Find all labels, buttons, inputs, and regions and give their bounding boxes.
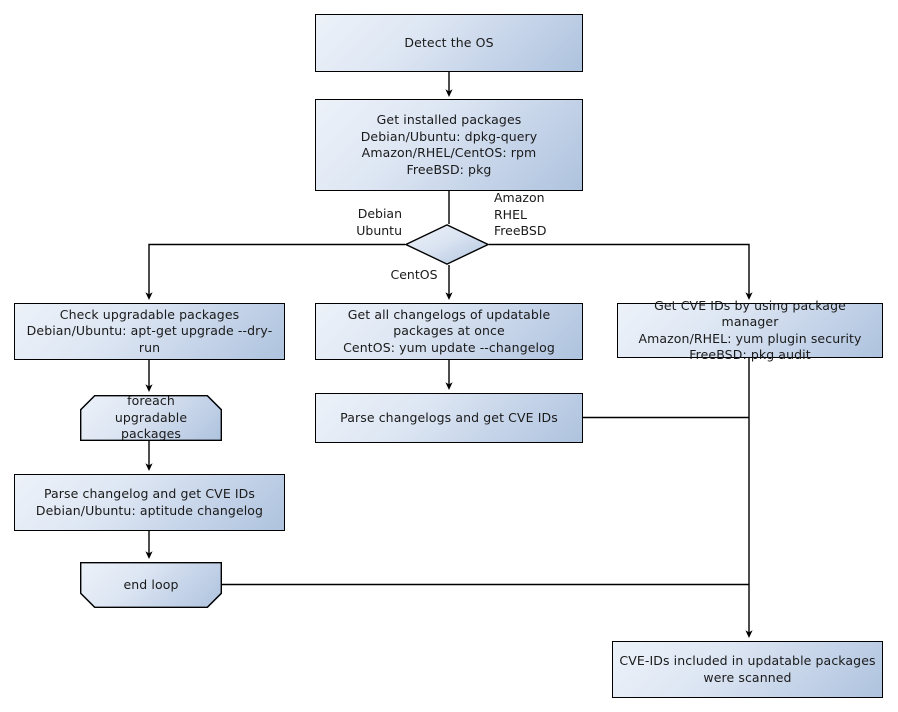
edge-decision-to-checkupgradable bbox=[145, 243, 405, 301]
node-get-installed-packages-label: Get installed packages Debian/Ubuntu: dp… bbox=[360, 112, 538, 177]
node-end-loop[interactable]: end loop bbox=[80, 562, 222, 608]
node-get-all-changelogs[interactable]: Get all changelogs of updatable packages… bbox=[315, 303, 583, 360]
node-foreach-upgradable-packages[interactable]: foreach upgradable packages bbox=[80, 395, 222, 441]
node-scanned-result-label: CVE-IDs included in updatable packages w… bbox=[619, 653, 876, 685]
node-get-cve-ids-package-manager[interactable]: Get CVE IDs by using package manager Ama… bbox=[617, 298, 883, 362]
node-get-installed-packages[interactable]: Get installed packages Debian/Ubuntu: dp… bbox=[315, 99, 583, 191]
node-detect-os-label: Detect the OS bbox=[404, 34, 494, 50]
node-check-upgradable-packages-label: Check upgradable packages Debian/Ubuntu:… bbox=[26, 306, 273, 355]
node-get-cve-ids-package-manager-label: Get CVE IDs by using package manager Ama… bbox=[638, 297, 862, 363]
node-parse-changelogs-centos-label: Parse changelogs and get CVE IDs bbox=[340, 409, 558, 425]
node-foreach-upgradable-packages-label: foreach upgradable packages bbox=[114, 393, 188, 442]
node-get-all-changelogs-label: Get all changelogs of updatable packages… bbox=[343, 306, 555, 355]
edge-label-amazon-rhel-freebsd: Amazon RHEL FreeBSD bbox=[494, 190, 547, 238]
edge-label-debian-ubuntu: Debian Ubuntu bbox=[356, 206, 402, 238]
node-os-decision[interactable] bbox=[405, 224, 489, 265]
node-scanned-result[interactable]: CVE-IDs included in updatable packages w… bbox=[612, 641, 883, 698]
node-parse-changelog-debian-label: Parse changelog and get CVE IDs Debian/U… bbox=[35, 486, 264, 518]
decision-diamond-icon bbox=[405, 224, 489, 265]
edge-label-centos: CentOS bbox=[390, 267, 438, 282]
edge-decision-to-getcvepkgmgr bbox=[489, 243, 753, 301]
node-parse-changelog-debian[interactable]: Parse changelog and get CVE IDs Debian/U… bbox=[14, 474, 285, 531]
node-check-upgradable-packages[interactable]: Check upgradable packages Debian/Ubuntu:… bbox=[14, 303, 285, 360]
node-detect-os[interactable]: Detect the OS bbox=[315, 14, 583, 72]
node-end-loop-label: end loop bbox=[123, 576, 179, 592]
node-parse-changelogs-centos[interactable]: Parse changelogs and get CVE IDs bbox=[315, 393, 583, 443]
